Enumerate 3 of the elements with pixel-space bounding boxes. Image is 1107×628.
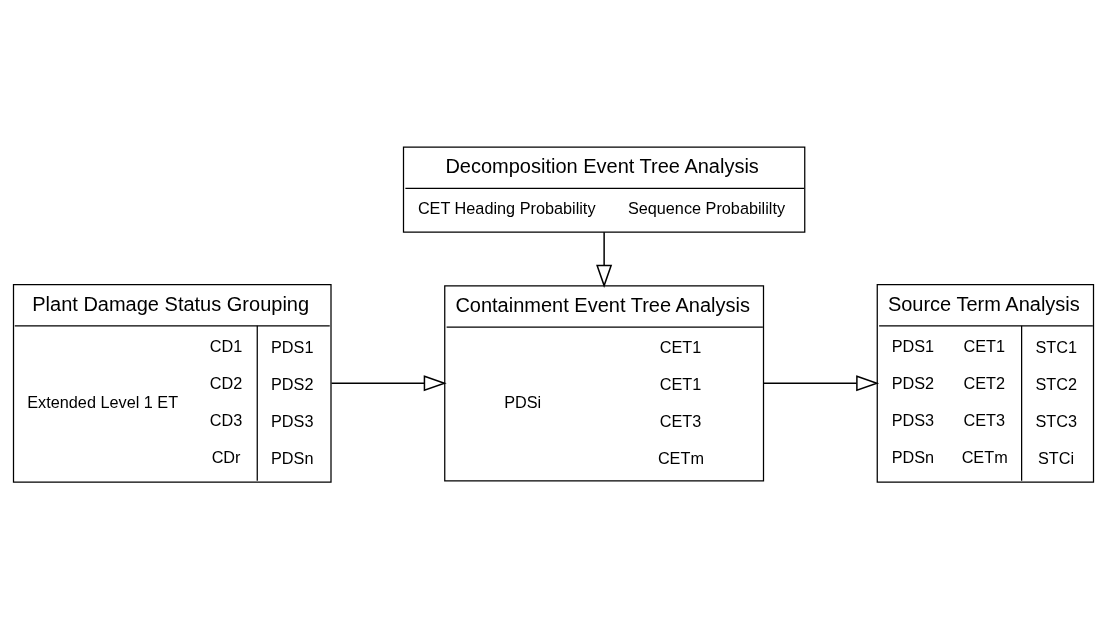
- arrow: [596, 231, 613, 288]
- arrow: [330, 374, 447, 391]
- arrow: [763, 374, 880, 391]
